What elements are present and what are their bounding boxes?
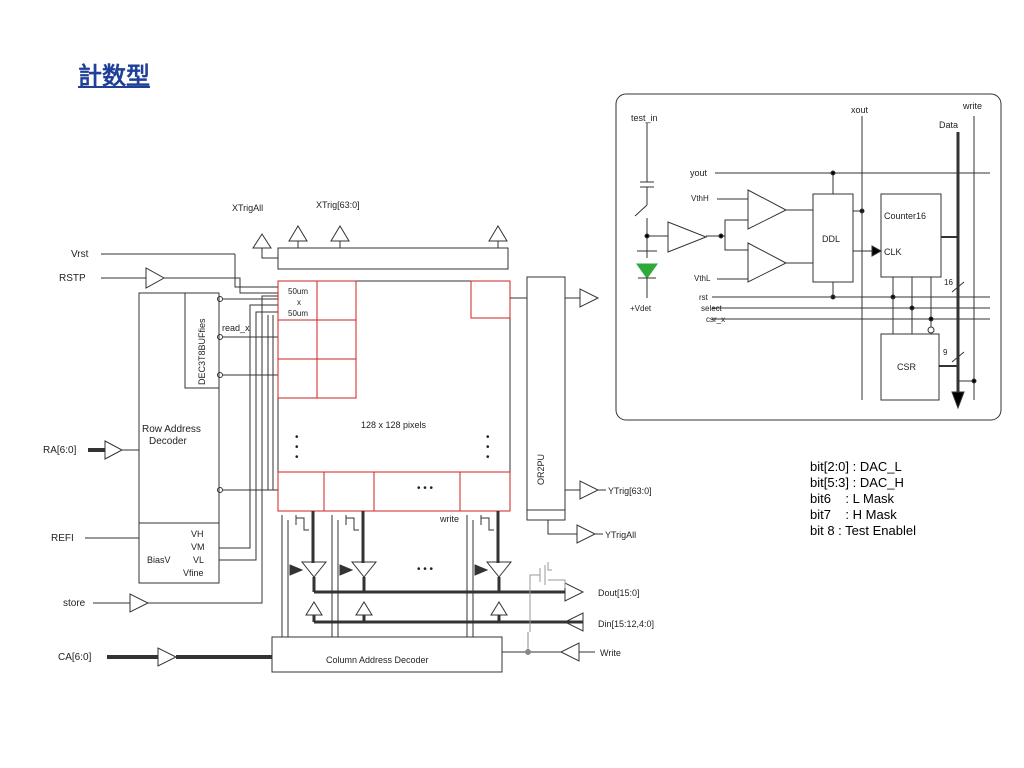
write-enable-transistor [529,562,566,632]
dots-left-3: • [295,452,299,463]
yout-label: yout [690,168,708,178]
write-detail-label: write [962,101,982,111]
legend-line: bit7 : H Mask [810,507,897,522]
ra-buffer-icon [104,440,124,460]
xtrig-buffer-icon-3 [488,225,508,242]
dec3t8-label: DEC3T8BUFfies [197,318,207,385]
row-decoder-label-2: Decoder [149,436,187,447]
store-buffer-icon [129,593,150,613]
legend-line: bit 8 : Test Enablel [810,523,916,538]
dec3t8-block [184,292,220,389]
dots-right-3: • [486,452,490,463]
dots-right-1: • [486,432,490,443]
xtrigall-label: XTrigAll [232,203,263,213]
dots-right-2: • [486,442,490,453]
xout-label: xout [851,105,869,115]
vthl-label: VthL [694,274,711,283]
biasv-block [138,522,220,584]
ddl-label: DDL [822,234,840,244]
preamp-icon [667,221,708,253]
read-x-label: read_x [222,323,250,333]
legend-line: bit6 : L Mask [810,491,895,506]
pixel-array-label: 128 x 128 pixels [361,420,427,430]
xtrig-label: XTrig[63:0] [316,200,360,210]
rstp-label: RSTP [59,273,86,284]
test-in-label: test_in [631,113,658,123]
vrst-label: Vrst [71,249,89,260]
ca-buffer-icon [157,647,178,667]
counter16-label: Counter16 [884,211,926,221]
vfine-label: Vfine [183,568,204,578]
refi-label: REFI [51,533,74,544]
legend-line: bit[5:3] : DAC_H [810,475,904,490]
rstp-buffer-icon [145,267,166,289]
column-decoder-label: Column Address Decoder [326,655,429,665]
register-bit-legend: bit[2:0] : DAC_L bit[5:3] : DAC_H bit6 :… [810,459,916,539]
comparator-low-icon [747,242,788,283]
dots-left-2: • [295,442,299,453]
row-address-decoder [138,292,220,524]
bus-9-label: 9 [943,348,948,357]
csr-label: CSR [897,362,917,372]
xtrig-buffer-icon-1 [288,225,308,242]
data-label: Data [939,120,958,130]
write-buffer-icon [559,642,580,662]
counter16-block [880,193,942,278]
select-label: select [701,304,723,313]
din-buffer-icon [563,612,584,632]
or2pu-label: OR2PU [536,454,546,485]
vh-label: VH [191,529,204,539]
vm-label: VM [191,542,205,552]
column-readout [281,511,585,637]
vthh-label: VthH [691,194,709,203]
din-label: Din[15:12,4:0] [598,619,654,629]
detector-diode-icon [636,263,658,279]
pixel-size-line-1: 50um [288,287,308,296]
pixel-array [277,280,511,512]
slide-title: 計数型 [78,62,150,90]
ytrig-buffer-icon [579,480,600,500]
vdet-label: +Vdet [630,304,652,313]
rst-label: rst [699,293,709,302]
x-trigger-bus-box [277,247,509,270]
csr-x-label: csr_x [706,315,725,324]
column-address-decoder [271,636,503,673]
row-decoder-label-1: Row Address [142,424,201,435]
clk-label: CLK [884,247,902,257]
dout-buffer-icon [564,582,585,602]
comparator-high-icon [747,189,788,230]
pixel-size-line-2: x [297,298,301,307]
pixel-size-line-3: 50um [288,309,308,318]
dots-row: • • • [417,483,434,494]
or-output-buffer-icon [579,288,600,308]
write-label: Write [600,648,621,658]
dots-left-1: • [295,432,299,443]
ra-label: RA[6:0] [43,445,77,456]
detail-panel [615,93,1002,421]
or2pu-block [526,276,566,521]
vl-label: VL [193,555,204,565]
ytrigall-buffer-icon [576,524,597,544]
dots-readout: • • • [417,564,434,575]
ytrigall-label: YTrigAll [605,530,636,540]
bus-16-label: 16 [944,278,953,287]
column-write-label: write [439,514,459,524]
legend-line: bit[2:0] : DAC_L [810,459,902,474]
store-label: store [63,598,86,609]
xtrigall-buffer-icon [252,233,272,249]
xtrig-buffer-icon-2 [330,225,350,242]
ca-label: CA[6:0] [58,652,92,663]
biasv-label: BiasV [147,555,171,565]
dout-label: Dout[15:0] [598,588,640,598]
ytrig-label: YTrig[63:0] [608,486,652,496]
